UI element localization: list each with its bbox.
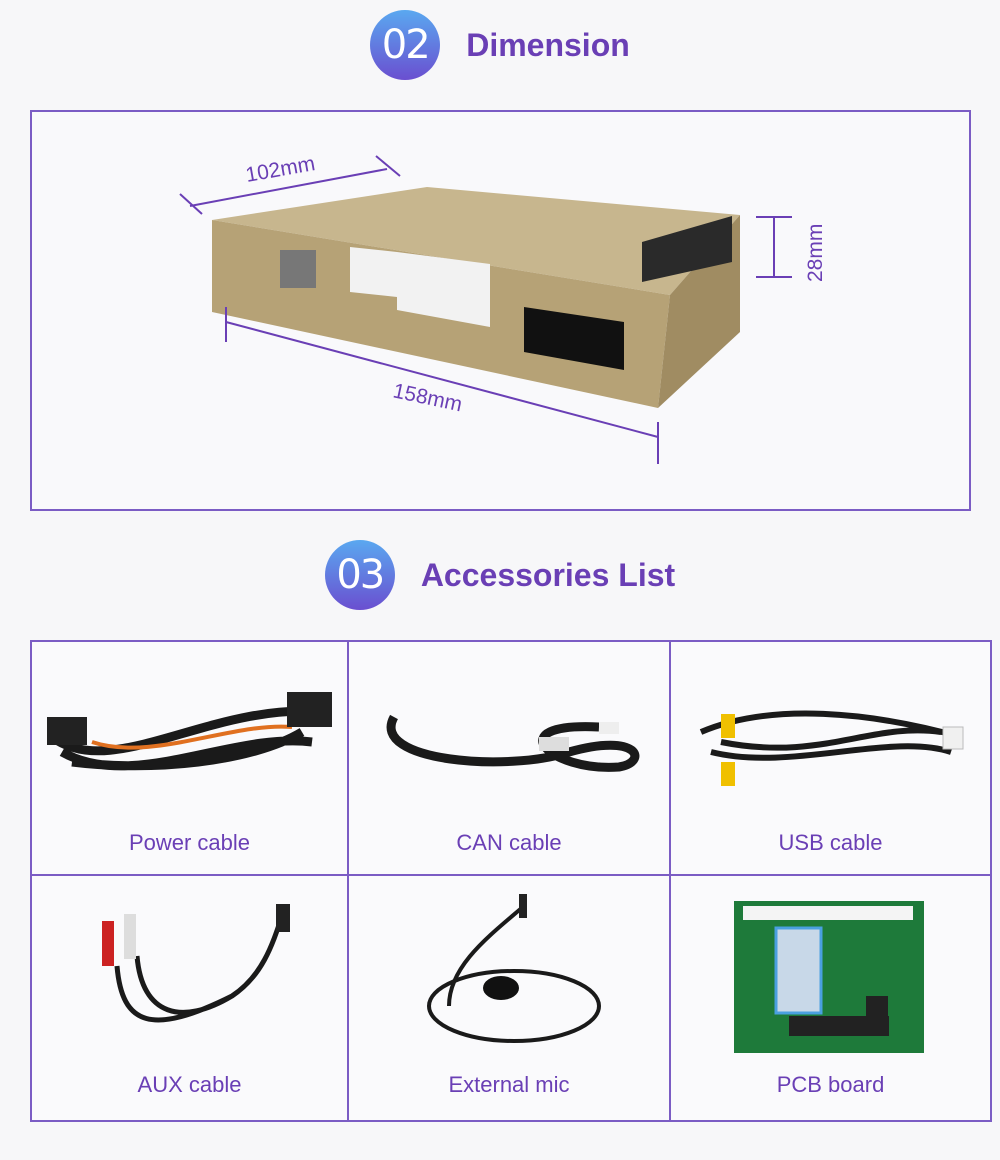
- white-connector: [350, 247, 397, 297]
- section-header-dimension: 02 Dimension: [0, 10, 1000, 80]
- accessory-label: CAN cable: [456, 830, 562, 855]
- length-dimension: 158mm: [391, 379, 464, 416]
- accessory-pcb-board: PCB board: [671, 876, 990, 1120]
- dimension-panel: 102mm 158mm 28mm: [30, 110, 971, 511]
- usb-cable-image: [699, 710, 964, 786]
- accessory-power-cable: Power cable: [32, 642, 349, 876]
- accessory-aux-cable: AUX cable: [32, 876, 349, 1120]
- section-number-badge: 03: [324, 540, 395, 610]
- section-title: Dimension: [466, 26, 630, 63]
- accessory-usb-cable: USB cable: [671, 642, 990, 876]
- pcb-board-image: [734, 901, 924, 1053]
- accessories-grid: Power cable CAN cable USB cable AUX cabl…: [30, 640, 992, 1122]
- section-header-accessories: 03 Accessories List: [0, 540, 1000, 610]
- dimension-lines: [179, 155, 792, 464]
- product-dimension-illustration: 102mm 158mm 28mm: [179, 152, 827, 464]
- microphone-image: [427, 894, 601, 1043]
- connector-port: [280, 250, 316, 288]
- box-top: [212, 187, 740, 295]
- can-cable-image: [386, 714, 640, 772]
- width-dimension: 102mm: [244, 152, 317, 187]
- section-number-badge: 02: [370, 10, 441, 80]
- height-dimension: 28mm: [804, 224, 827, 282]
- accessory-label: External mic: [448, 1072, 570, 1097]
- box-top-label: [642, 216, 732, 282]
- accessory-label: Power cable: [128, 830, 251, 855]
- accessory-label: USB cable: [778, 830, 883, 855]
- power-cable-image: [47, 692, 332, 771]
- section-title: Accessories List: [420, 556, 676, 593]
- accessory-can-cable: CAN cable: [349, 642, 671, 876]
- accessory-label: PCB board: [776, 1072, 885, 1097]
- white-connector: [397, 252, 490, 327]
- aux-cable-image: [102, 904, 290, 1023]
- accessory-external-mic: External mic: [349, 876, 671, 1120]
- accessory-label: AUX cable: [137, 1072, 242, 1097]
- black-connector: [524, 307, 624, 370]
